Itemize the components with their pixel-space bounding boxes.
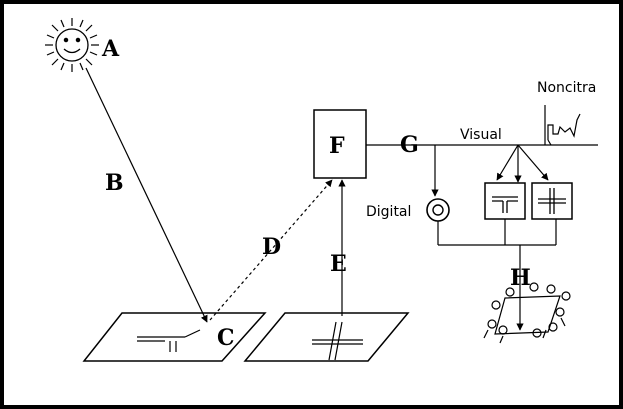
label-a: A: [101, 36, 120, 62]
users-group-icon: [483, 282, 571, 344]
ground-object-left: [82, 312, 267, 362]
digital-text: Digital: [366, 204, 411, 220]
label-e: E: [330, 251, 347, 277]
visual-branch: [496, 144, 549, 183]
label-h: H: [510, 265, 531, 291]
visual-text: Visual: [460, 127, 502, 143]
noncitra-text: Noncitra: [537, 80, 596, 96]
ground-object-right: [243, 312, 410, 362]
label-g: G: [400, 132, 419, 158]
digital-disc-icon: [426, 198, 450, 222]
visual-image-plus: [531, 182, 573, 220]
sensor-box: [313, 109, 367, 179]
energy-ray-b: [85, 67, 208, 323]
label-f: F: [329, 133, 345, 159]
noncitra-signal-icon: [544, 105, 581, 146]
reflected-ray-d: [209, 179, 333, 321]
label-c: C: [217, 325, 235, 351]
label-d: D: [262, 234, 281, 260]
sun-icon: [45, 18, 99, 72]
user-connectors: [437, 219, 557, 331]
visual-image-t: [484, 182, 526, 220]
label-b: B: [105, 170, 124, 196]
